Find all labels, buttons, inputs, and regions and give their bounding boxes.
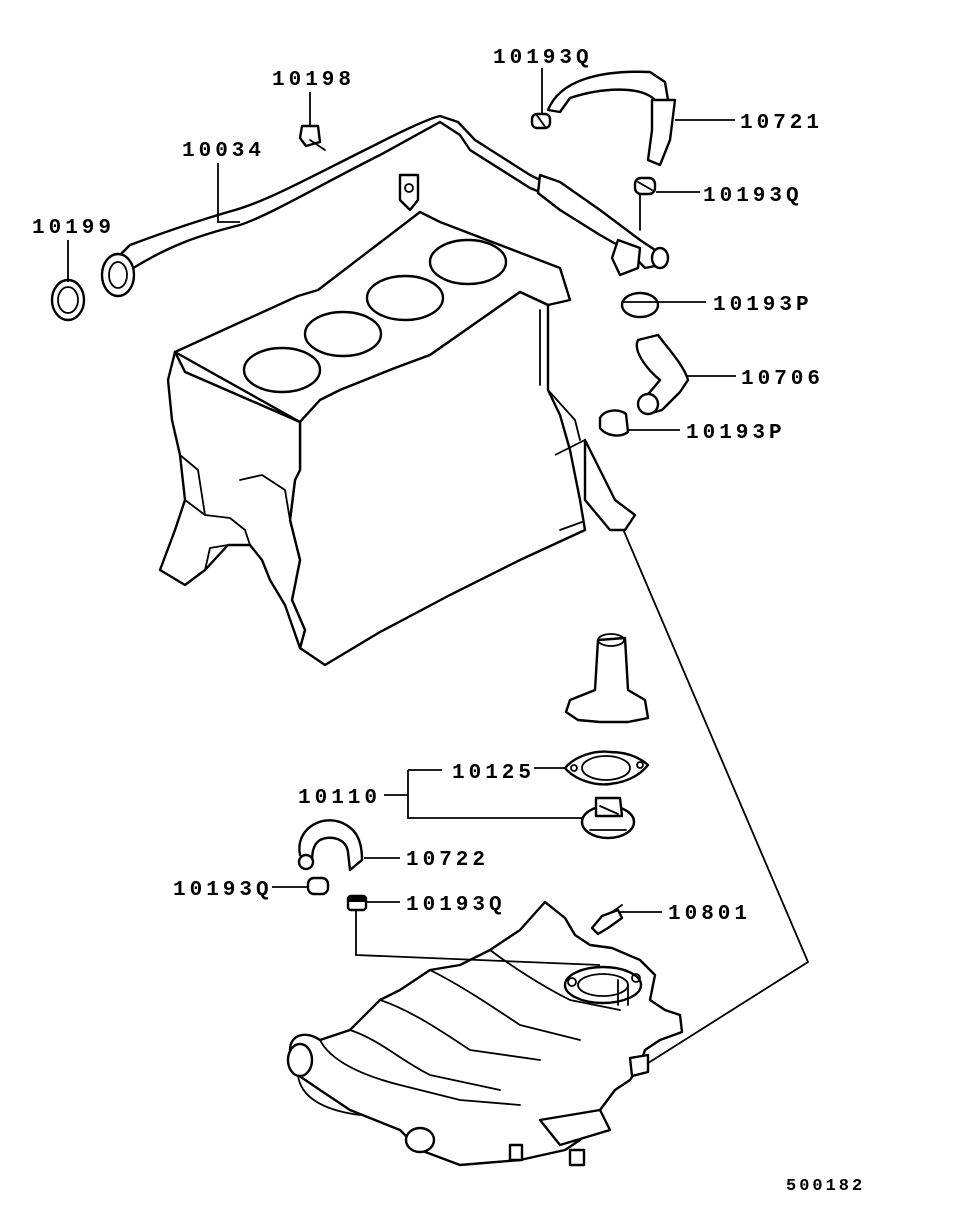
callout-10801: 10801: [668, 903, 751, 926]
callout-10034: 10034: [182, 140, 265, 163]
water-pipe[interactable]: [100, 114, 670, 298]
bypass-pipe-lower[interactable]: [583, 438, 637, 532]
hose-clamp-q-right[interactable]: [633, 176, 657, 231]
callout-10193p-upper: 10193P: [713, 294, 813, 317]
callout-10722: 10722: [406, 849, 489, 872]
callout-10193q-right: 10193Q: [703, 185, 803, 208]
hose-clamp-q-top[interactable]: [530, 112, 552, 130]
callout-10193q-left: 10193Q: [173, 879, 273, 902]
o-ring[interactable]: [50, 278, 86, 322]
callout-10706: 10706: [741, 368, 824, 391]
leader-lines: [67, 68, 736, 966]
callout-10721: 10721: [740, 112, 823, 135]
water-hose-elbow[interactable]: [635, 333, 690, 416]
engine-block[interactable]: [158, 210, 587, 667]
callout-10193q-mid: 10193Q: [406, 894, 506, 917]
temperature-sensor[interactable]: [590, 904, 624, 936]
hose-clamp-q-left[interactable]: [306, 876, 330, 896]
hose-clamp-p-upper[interactable]: [620, 291, 660, 319]
bypass-hose-lower[interactable]: [297, 819, 364, 872]
callout-10198: 10198: [272, 69, 355, 92]
bolt[interactable]: [298, 124, 326, 151]
callout-10110: 10110: [298, 787, 381, 810]
callout-10199: 10199: [32, 217, 115, 240]
callout-10193p-lower: 10193P: [686, 422, 786, 445]
hose-clamp-p-lower[interactable]: [598, 409, 630, 437]
callout-10193q-top: 10193Q: [493, 47, 593, 70]
diagram-id: 500182: [786, 1177, 865, 1196]
callout-10125: 10125: [452, 762, 535, 785]
thermostat[interactable]: [580, 796, 636, 840]
intake-manifold[interactable]: [286, 900, 684, 1167]
hose-clamp-q-mid[interactable]: [346, 894, 368, 912]
water-outlet-fitting[interactable]: [564, 633, 650, 724]
bypass-hose-upper[interactable]: [546, 70, 677, 167]
thermostat-gasket[interactable]: [563, 750, 650, 786]
leader-block-to-manifold: [554, 438, 810, 1066]
